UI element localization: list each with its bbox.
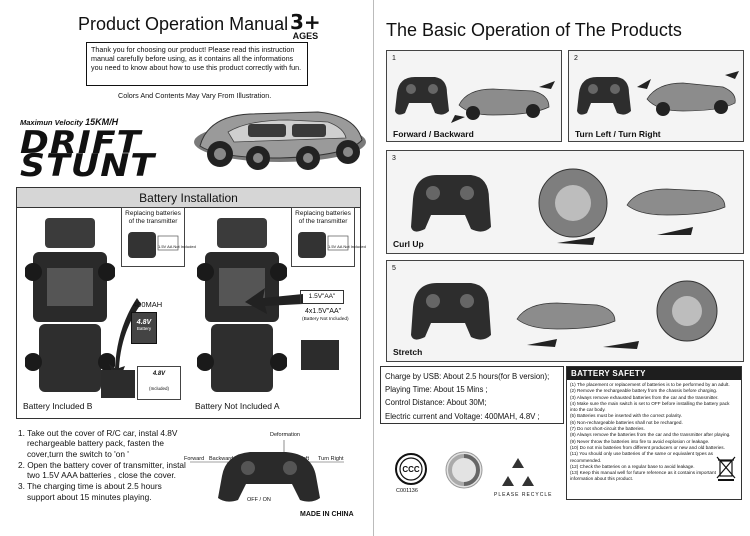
safety-item: (10) Do not mix batteries from different… [570, 444, 725, 450]
pack-sub: Battery [136, 326, 152, 331]
safety-item: (6) Non-rechargeable batteries shall not… [570, 419, 683, 425]
battery-safety-heading: BATTERY SAFETY [567, 367, 741, 380]
safety-item: (5) Batteries must be inserted with the … [570, 413, 682, 419]
age-number: 3+ [290, 10, 321, 34]
charger-box-a-image [301, 340, 339, 370]
label-forward: Forward [184, 456, 205, 462]
battery-pack-image: 4.8V Battery [131, 312, 157, 344]
ccc-mark-icon: CCC [395, 453, 427, 485]
chassis-a-image [197, 218, 287, 392]
aa-battery-count: 4x1.5V"AA" [305, 308, 342, 315]
max-velocity: Maximun Velocity 15KM/H [20, 117, 118, 127]
spec-line: Control Distance: About 30M; [385, 398, 487, 408]
caption-battery-a: Battery Not Included A [195, 401, 280, 411]
recycle-text: PLEASE RECYCLE [494, 492, 553, 498]
chassis-b-image [25, 218, 115, 392]
safety-item: (3) Always remove exhausted batteries fr… [570, 394, 719, 400]
step-number: 2 [574, 55, 578, 62]
green-dot-icon [445, 451, 483, 489]
turn-left-right-image [577, 71, 739, 116]
pack-capacity: 400MAH [133, 300, 163, 309]
battery-safety-box: BATTERY SAFETY (1) The placement or repl… [566, 366, 742, 500]
label-power-switch: OFF / ON [247, 497, 271, 503]
brand-line-2: STUNT [20, 148, 156, 184]
spec-line: Electric current and Voltage: 400MAH, 4.… [385, 411, 540, 421]
step-number: 1 [392, 55, 396, 62]
label-turn-right: Turn Right [318, 456, 344, 462]
caption-battery-b: Battery Included B [23, 401, 93, 411]
label-deformation: Deformation [270, 432, 300, 438]
safety-item: (7) Do not short-circuit the batteries. [570, 426, 645, 432]
step-caption: Forward / Backward [393, 129, 474, 139]
curl-up-image [411, 168, 726, 245]
illustration-note: Colors And Contents May Vary From Illust… [118, 91, 272, 100]
installation-step: 3. The charging time is about 2.5 hours … [18, 481, 162, 502]
brand-line-1: DRIFT [20, 125, 142, 161]
charger-box-image [101, 370, 135, 398]
aa-battery-note: (Battery Not Included) [302, 317, 349, 322]
certification-code: C001136 [396, 488, 418, 494]
safety-item: (4) Make sure the main switch is set to … [570, 400, 730, 413]
hero-car-image [194, 111, 366, 170]
age-label: AGES [292, 31, 319, 41]
stretch-image [411, 280, 718, 349]
inset-left-title: Replacing batteries of the transmitter [125, 210, 181, 225]
step-forward-backward: 1 Forward / Backward [386, 50, 562, 142]
transmitter-inset-left: Replacing batteries of the transmitter [121, 207, 185, 267]
forward-backward-image [395, 77, 555, 123]
step-caption: Curl Up [393, 239, 424, 249]
intro-text: Thank you for choosing our product! Plea… [86, 42, 308, 86]
step-number: 5 [392, 265, 396, 272]
specs-box: Charge by USB: About 2.5 hours(for B ver… [380, 366, 564, 424]
inset-left-aa-label: 1.5V AA Not Included [158, 244, 196, 249]
age-badge: 3+ AGES [290, 12, 321, 41]
manual-title: Product Operation Manual [78, 14, 289, 34]
safety-item: (11) You should only use batteries of th… [570, 451, 713, 463]
pack-small-model: 4.8V [152, 371, 166, 377]
controller-diagram-image [190, 440, 344, 502]
safety-item: (9) Never throw the batteries into fire … [570, 438, 710, 444]
installation-steps: 1. Take out the cover of R/C car, instal… [18, 428, 186, 503]
transmitter-inset-right: Replacing batteries of the transmitter [291, 207, 355, 267]
spec-line: Playing Time: About 15 Mins ; [385, 385, 488, 395]
step-stretch: 5 Stretch [386, 260, 744, 362]
inset-right-aa-label: 1.5V AA Not Included [328, 244, 366, 249]
step-curl-up: 3 Curl Up [386, 150, 744, 254]
pack-small-included: (Included) [148, 386, 169, 391]
right-manual-page: The Basic Operation of The Products 1 Fo… [376, 0, 750, 536]
velocity-value: 15KM/H [85, 117, 119, 127]
battery-installation-panel: Battery Installation Replacing batteries… [16, 187, 366, 419]
insert-arrow-icon [109, 298, 141, 386]
svg-text:CCC: CCC [402, 465, 420, 474]
pack-model: 4.8V [136, 319, 152, 326]
safety-item: (2) Remove the rechargeable battery from… [570, 388, 718, 394]
safety-item: (13) Keep this manual well for future re… [570, 470, 716, 482]
insert-arrow-a-icon [245, 288, 303, 314]
made-in-china: MADE IN CHINA [300, 511, 354, 518]
battery-installation-heading: Battery Installation [17, 188, 360, 208]
left-manual-page: Product Operation Manual 3+ AGES Thank y… [0, 0, 374, 536]
safety-item: (8) Always remove the batteries from the… [570, 432, 731, 438]
installation-step: 1. Take out the cover of R/C car, instal… [18, 428, 178, 459]
safety-item: (1) The placement or replacement of batt… [570, 382, 730, 387]
label-backward: Backward [209, 456, 234, 462]
step-caption: Turn Left / Turn Right [575, 129, 661, 139]
battery-small-inset: 4.8V (Included) [137, 366, 181, 400]
velocity-prefix: Maximun Velocity [20, 118, 84, 127]
operations-title: The Basic Operation of The Products [386, 20, 682, 40]
battery-safety-list: (1) The placement or replacement of batt… [567, 380, 741, 485]
step-turn-left-right: 2 Turn Left / Turn Right [568, 50, 744, 142]
installation-step: 2. Open the battery cover of transmitter… [18, 459, 186, 481]
transmitter-battery-a-image [298, 232, 349, 258]
step-caption: Stretch [393, 347, 423, 357]
transmitter-battery-image [128, 232, 179, 258]
aa-battery-label: 1.5V"AA" [300, 290, 344, 304]
inset-right-title: Replacing batteries of the transmitter [295, 210, 351, 225]
safety-item: (12) Check the batteries on a regular ba… [570, 463, 695, 469]
step-number: 3 [392, 155, 396, 162]
crossed-bin-icon [716, 456, 736, 481]
recycle-icon [502, 458, 534, 486]
spec-line: Charge by USB: About 2.5 hours(for B ver… [385, 372, 550, 381]
